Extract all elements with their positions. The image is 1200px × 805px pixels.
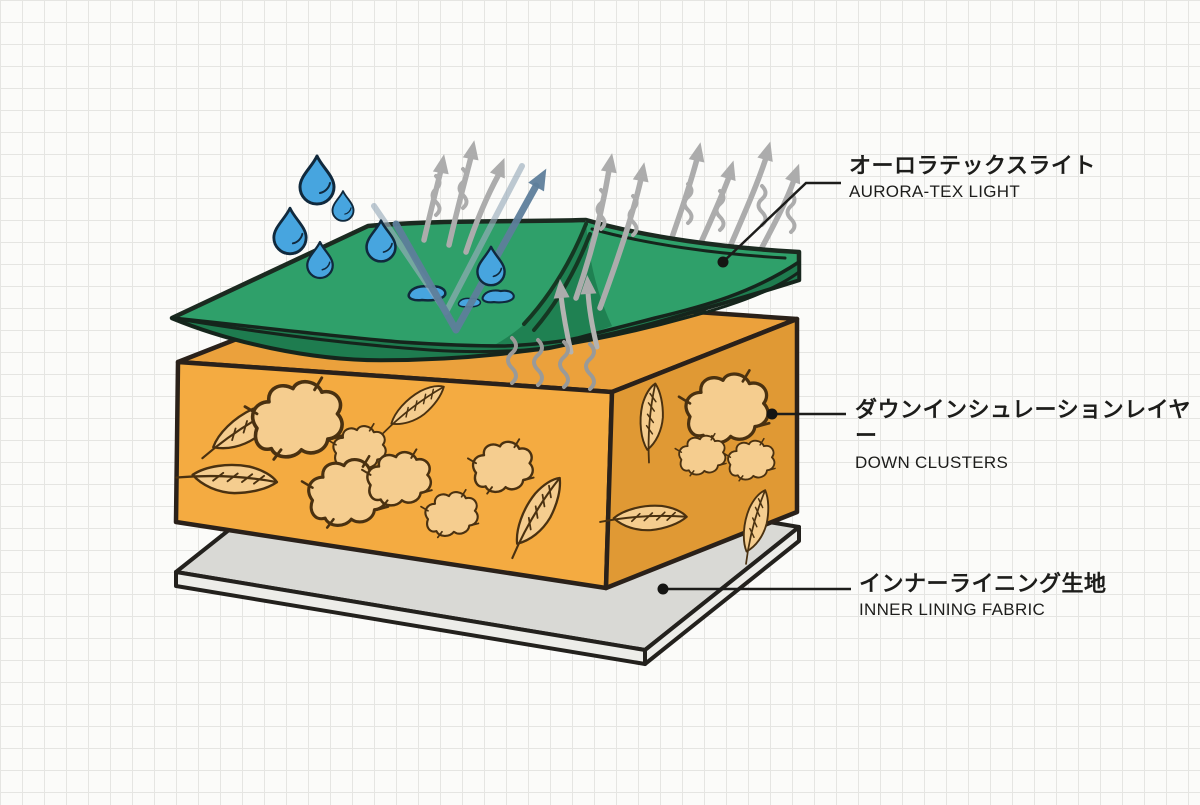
label-aurora-tex-en: AURORA-TEX LIGHT	[849, 182, 1021, 202]
label-down-clusters-jp: ダウンインシュレーションレイヤー	[855, 397, 1191, 449]
label-inner-lining-en: INNER LINING FABRIC	[859, 600, 1046, 620]
label-aurora-tex-jp: オーロラテックスライト	[849, 153, 1096, 178]
membrane-laminate-line	[170, 270, 801, 354]
leader-dot-lining	[657, 583, 669, 595]
label-inner-lining-jp: インナーライニング生地	[859, 571, 1107, 596]
vapor-arrows-left	[421, 138, 512, 255]
label-aurora-tex: オーロラテックスライト AURORA-TEX LIGHT	[849, 153, 1096, 203]
leader-dot-down	[766, 408, 778, 420]
water-bounce-arrow	[371, 163, 547, 334]
label-down-clusters: ダウンインシュレーションレイヤー DOWN CLUSTERS	[855, 397, 1200, 473]
label-down-clusters-en: DOWN CLUSTERS	[855, 452, 1009, 472]
leader-lines	[657, 181, 851, 595]
lining-right-edge	[643, 525, 801, 666]
leader-dot-aurora	[717, 256, 729, 268]
membrane-wing-edge	[590, 227, 787, 260]
membrane-fold-creases	[522, 222, 592, 332]
vapor-arrows-under-membrane	[506, 274, 600, 391]
leader-line-aurora	[722, 181, 841, 263]
vapor-arrows-over-drape	[573, 151, 653, 311]
label-inner-lining: インナーライニング生地 INNER LINING FABRIC	[859, 571, 1107, 621]
